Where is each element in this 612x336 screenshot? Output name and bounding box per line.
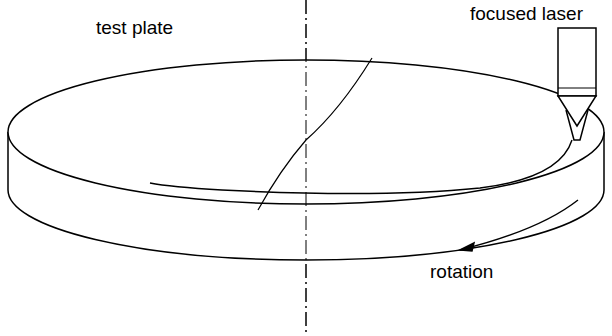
rotation-axis-front — [306, 0, 307, 336]
spiral-track — [150, 140, 572, 194]
laser-body — [558, 28, 596, 96]
rotation-arrowhead — [460, 243, 474, 251]
rotation-axis — [306, 0, 307, 336]
laser-band — [558, 88, 596, 89]
laser-nozzle — [558, 96, 596, 126]
radial-track — [258, 58, 372, 210]
rotation-label: rotation — [430, 262, 493, 283]
laser-label: focused laser — [470, 4, 583, 25]
rotation-arrow — [460, 200, 578, 250]
plate-label: test plate — [96, 18, 173, 39]
laser-beam — [566, 110, 588, 140]
